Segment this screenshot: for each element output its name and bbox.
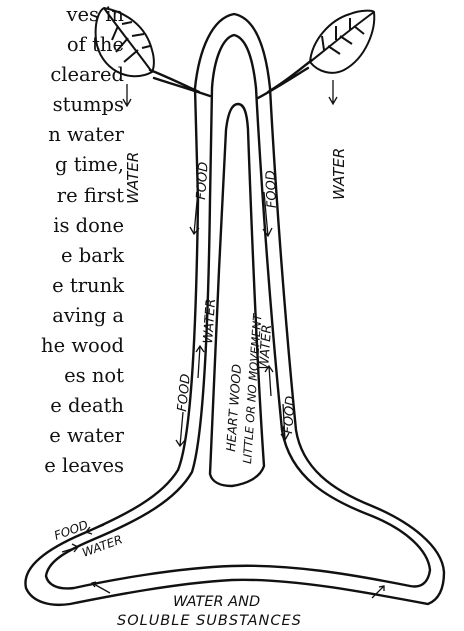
left-branch: [150, 70, 210, 96]
water-arrow-right: [329, 80, 337, 104]
food-arrow-lower-left: [176, 412, 185, 446]
label-water-left: WATER: [124, 152, 142, 204]
left-leaf: [96, 8, 154, 76]
label-food-lower-left: FOOD: [175, 373, 194, 412]
label-food-upper-left: FOOD: [194, 161, 212, 200]
label-water-mid-left: WATER: [201, 298, 219, 344]
right-leaf: [310, 11, 374, 73]
label-food-upper-right: FOOD: [264, 170, 280, 208]
label-water-and: WATER AND: [173, 594, 260, 610]
label-food-lower-right: FOOD: [281, 395, 299, 434]
water-arrow-left: [123, 84, 131, 106]
label-water-right: WATER: [330, 148, 348, 200]
label-little-or-no-movement: LITTLE OR NO MOVEMENT: [240, 313, 265, 465]
trunk-outer-outline: [25, 14, 444, 605]
label-soluble-substances: SOLUBLE SUBSTANCES: [117, 613, 302, 629]
water-arrow-mid-left: [196, 346, 204, 378]
